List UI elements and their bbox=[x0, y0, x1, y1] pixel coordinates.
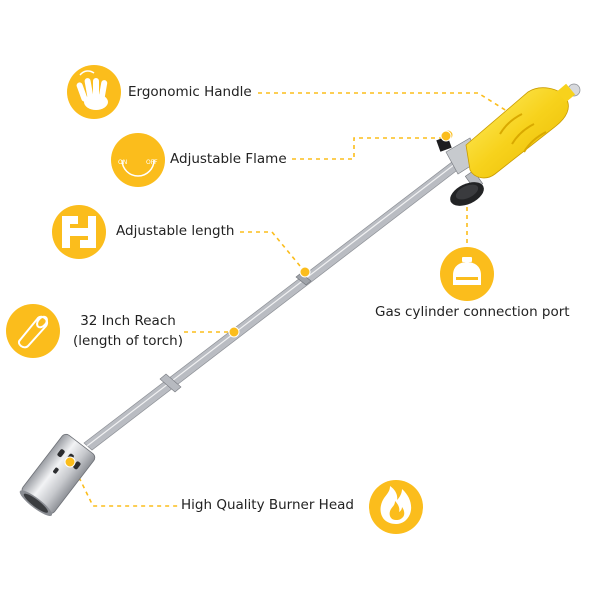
label-ergonomic-handle: Ergonomic Handle bbox=[128, 84, 252, 100]
yellow-handle bbox=[465, 83, 581, 179]
dial-off-label: OFF bbox=[146, 159, 158, 166]
hand-icon bbox=[67, 65, 121, 119]
label-32-inch-reach: 32 Inch Reach (length of torch) bbox=[66, 311, 190, 351]
flame-icon bbox=[369, 480, 423, 534]
marker-dot-burner bbox=[64, 456, 76, 468]
marker-dot-flame bbox=[440, 130, 452, 142]
leader-lines bbox=[71, 92, 511, 507]
dial-on-label: ON bbox=[118, 159, 127, 166]
marker-dots bbox=[64, 130, 452, 468]
label-32-inch-reach-line1: 32 Inch Reach bbox=[80, 313, 176, 329]
on-off-dial-icon: ON OFF bbox=[111, 133, 165, 187]
marker-dot-length bbox=[299, 266, 311, 278]
torch-illustration bbox=[19, 83, 581, 516]
wand-sleeve-upper bbox=[295, 272, 312, 286]
tube-icon bbox=[6, 304, 60, 358]
label-burner-head: High Quality Burner Head bbox=[181, 497, 354, 513]
marker-dot-reach bbox=[228, 326, 240, 338]
label-adjustable-flame: Adjustable Flame bbox=[170, 151, 287, 167]
burner-head bbox=[19, 433, 96, 516]
label-32-inch-reach-line2: (length of torch) bbox=[73, 333, 183, 349]
label-gas-cylinder-port: Gas cylinder connection port bbox=[375, 304, 570, 320]
leader-ergonomic-handle bbox=[258, 92, 511, 114]
length-adjust-icon bbox=[52, 205, 106, 259]
leader-adjustable-length bbox=[240, 231, 306, 273]
label-adjustable-length: Adjustable length bbox=[116, 223, 235, 239]
wand-sleeve-lower bbox=[159, 373, 182, 393]
leader-burner-head bbox=[71, 462, 178, 507]
leader-adjustable-flame bbox=[292, 137, 446, 160]
gas-connector-nut bbox=[450, 170, 484, 206]
gas-port-icon bbox=[440, 247, 494, 301]
